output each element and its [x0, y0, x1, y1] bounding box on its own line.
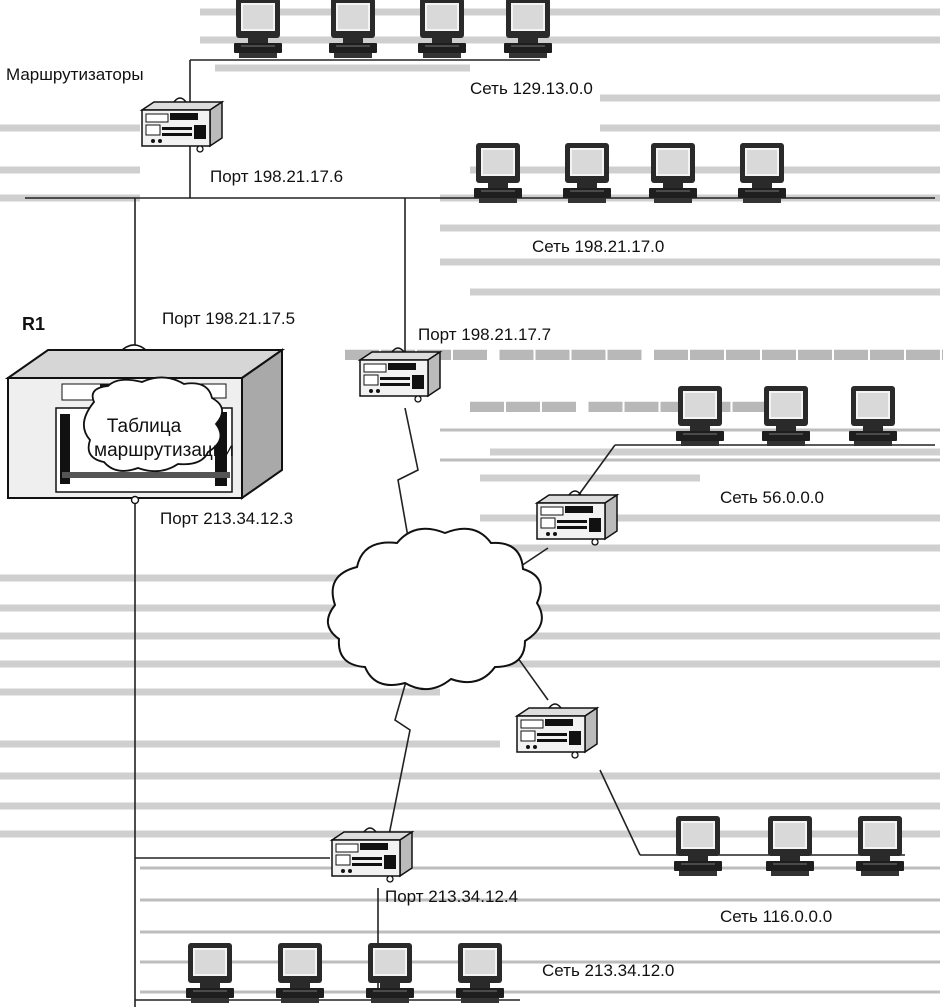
- background-page-text: [0, 8, 940, 838]
- port-label-mid-router: Порт 198.21.17.7: [418, 325, 551, 344]
- port-label-r1-lower: Порт 213.34.12.3: [160, 509, 293, 528]
- router-icon: [516, 703, 598, 759]
- workstations-net-213: [185, 942, 505, 1004]
- computer-icon: [675, 385, 725, 447]
- computer-icon: [455, 942, 505, 1004]
- network-label-129: Сеть 129.13.0.0: [470, 79, 593, 98]
- routing-table-line-1: Таблица: [107, 416, 182, 437]
- port-label-r1-upper: Порт 198.21.17.5: [162, 309, 295, 328]
- computer-icon: [275, 942, 325, 1004]
- background-heading-line-1: ▬▬▬▬ ▬▬▬▬ ▬▬▬▬▬▬▬▬▬: [345, 331, 943, 368]
- computer-icon: [233, 0, 283, 59]
- router-icon: [536, 490, 618, 546]
- main-router-icon: [4, 344, 286, 505]
- computer-icon: [417, 0, 467, 59]
- computer-icon: [185, 942, 235, 1004]
- network-label-116: Сеть 116.0.0.0: [720, 907, 832, 926]
- computer-icon: [673, 815, 723, 877]
- router-icon: [141, 97, 223, 153]
- computer-icon: [855, 815, 905, 877]
- computer-icon: [761, 385, 811, 447]
- computer-icon: [648, 142, 698, 204]
- computer-icon: [503, 0, 553, 59]
- computer-icon: [473, 142, 523, 204]
- computer-icon: [848, 385, 898, 447]
- workstations-net-56: [675, 385, 898, 447]
- computer-icon: [765, 815, 815, 877]
- network-label-213: Сеть 213.34.12.0: [542, 961, 674, 980]
- r1-label: R1: [22, 314, 45, 334]
- router-icon: [331, 827, 413, 883]
- computer-icon: [328, 0, 378, 59]
- computer-icon: [737, 142, 787, 204]
- wan-cloud-icon: [327, 527, 543, 690]
- routing-table-line-2: маршрутизации: [94, 440, 234, 461]
- computer-icon: [365, 942, 415, 1004]
- routers-caption: Маршрутизаторы: [6, 65, 144, 84]
- network-label-56: Сеть 56.0.0.0: [720, 488, 824, 507]
- workstations-net-116: [673, 815, 905, 877]
- router-icon: [359, 347, 441, 403]
- background-heading-line-2: ▬▬▬ ▬▬▬▬▬▬: [470, 383, 805, 420]
- network-label-198: Сеть 198.21.17.0: [532, 237, 664, 256]
- port-label-top-router: Порт 198.21.17.6: [210, 167, 343, 186]
- port-label-bottom-router: Порт 213.34.12.4: [385, 887, 518, 906]
- computer-icon: [562, 142, 612, 204]
